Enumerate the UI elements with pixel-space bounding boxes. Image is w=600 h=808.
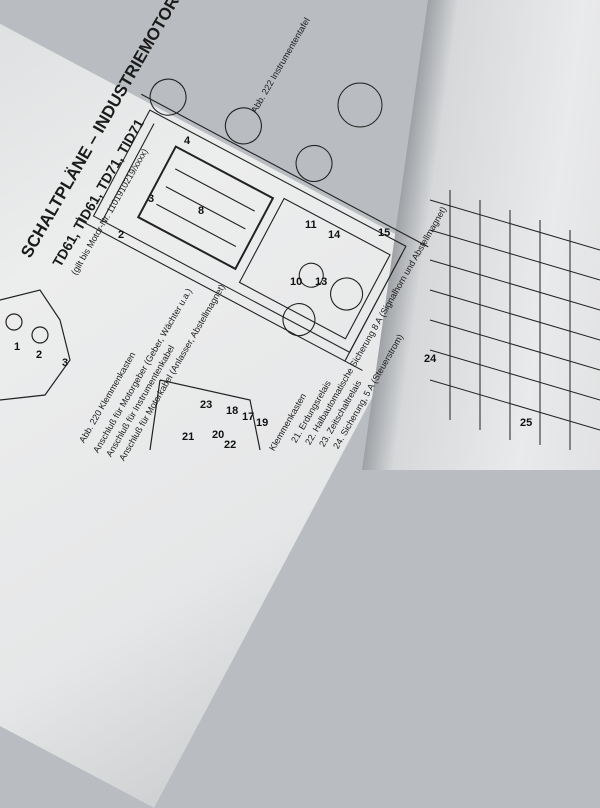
diagram-label: 10 bbox=[290, 276, 302, 288]
box-label: 20 bbox=[212, 429, 224, 441]
diagram-label: 24 bbox=[424, 353, 437, 365]
wiring-diagram: 1 2 3 23 18 17 19 21 20 22 2 3 4 8 10 11… bbox=[0, 78, 600, 450]
terminal-box-drawing bbox=[0, 289, 261, 450]
box-label: 23 bbox=[200, 399, 212, 411]
diagram-label: 11 bbox=[305, 219, 317, 231]
box-label: 22 bbox=[224, 439, 236, 450]
diagram-label: 14 bbox=[328, 229, 341, 241]
diagram-label: 8 bbox=[198, 205, 204, 217]
terminal-label: 2 bbox=[36, 349, 42, 361]
diagram-label: 25 bbox=[520, 417, 532, 429]
terminal-label: 1 bbox=[14, 341, 20, 353]
diagram-label: 4 bbox=[184, 135, 191, 147]
box-label: 17 bbox=[242, 411, 254, 423]
box-label: 21 bbox=[182, 431, 194, 443]
diagram-label: 15 bbox=[378, 227, 390, 239]
terminal-label: 3 bbox=[62, 357, 68, 369]
diagram-label: 2 bbox=[118, 229, 124, 241]
diagram-label: 13 bbox=[315, 276, 327, 288]
diagram-label: 3 bbox=[148, 193, 154, 205]
box-label: 19 bbox=[256, 417, 268, 429]
box-label: 18 bbox=[226, 405, 238, 417]
instrument-dial bbox=[337, 82, 383, 128]
right-diagram bbox=[429, 190, 600, 450]
